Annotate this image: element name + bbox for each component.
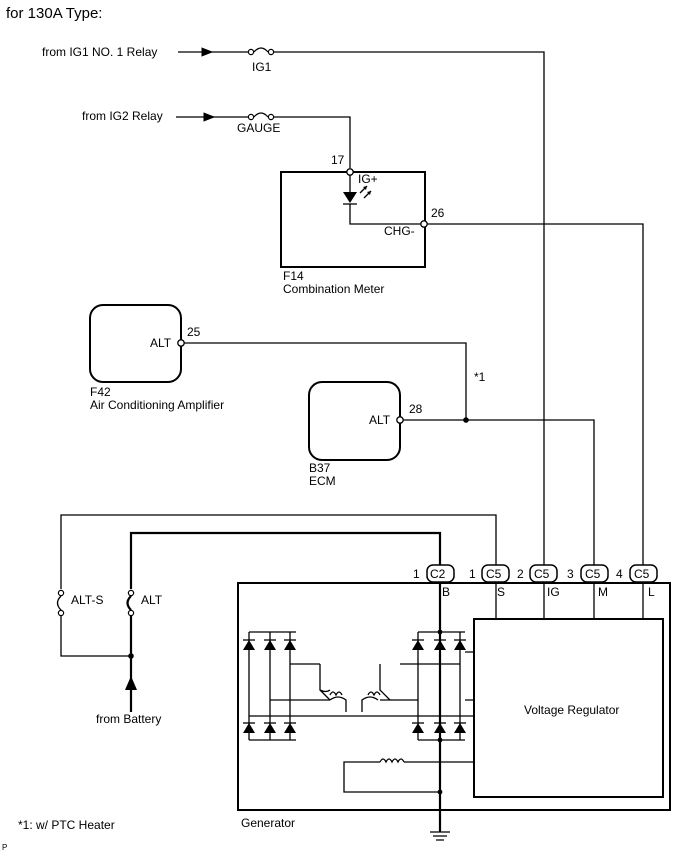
svg-text:IG: IG [547,585,560,599]
splice-point [463,417,469,423]
svg-text:C5: C5 [486,567,502,581]
ecm-pin-28-terminal [396,416,404,424]
svg-text:4: 4 [616,567,623,581]
fuse-alt-icon [126,589,135,617]
ecm-name: ECM [309,474,336,488]
ac-amp-pin-25-terminal [177,339,185,347]
ecm-code: B37 [309,461,331,475]
ac-amp-pin-25: 25 [187,325,201,339]
battery-splice [128,653,134,659]
meter-code: F14 [283,269,304,283]
battery-arrow-icon [125,676,137,690]
rectifier-left-icon [243,631,474,741]
voltage-regulator-box [473,618,664,798]
fuse-alt-s-icon [56,589,65,617]
meter-pin-26: 26 [431,206,445,220]
svg-text:M: M [598,585,608,599]
svg-text:C5: C5 [585,567,601,581]
charge-warning-led-icon [343,175,421,225]
wire-field-coil [343,761,440,793]
ecm-alt-label: ALT [369,413,391,427]
wire-alt-to-c2-b [129,531,442,589]
ac-amp-alt-label: ALT [150,336,172,350]
wires-connectors-to-regulator [495,583,644,619]
wire-ac-amp-alt [184,342,467,420]
fuse-gauge-label: GAUGE [237,121,280,135]
stator-left-coil [329,691,343,697]
connector-c2-b: C2 1 B [413,564,455,599]
wires-rectifier-to-regulator [465,651,474,701]
combination-meter-box [280,171,426,268]
fuse-alt-label: ALT [141,593,163,607]
rectifier-right-icon [380,632,466,740]
ground-icon [430,831,450,841]
voltage-regulator-label: Voltage Regulator [524,703,619,717]
fuse-ig1-label: IG1 [252,60,272,74]
wire-ig1-to-c5-ig [274,51,545,566]
connector-c5-m: C5 3 M [567,564,609,599]
generator-box [237,582,671,811]
svg-text:L: L [648,585,655,599]
meter-chg-label: CHG- [384,224,415,238]
meter-name: Combination Meter [283,282,384,296]
meter-pin-26-terminal [420,220,428,228]
connector-c5-l: C5 4 L [616,564,658,599]
wire-alt-s-to-battery [60,616,131,657]
footnote: *1: w/ PTC Heater [18,818,115,832]
svg-text:C5: C5 [534,567,550,581]
stator-right-coil [367,691,381,697]
source-ig2-relay-label: from IG2 Relay [82,109,163,123]
svg-text:S: S [497,585,505,599]
svg-text:B: B [442,585,450,599]
fuse-ig1-icon [247,47,275,56]
source-battery-label: from Battery [96,712,161,726]
fuse-alt-s-label: ALT-S [71,593,103,607]
fuse-gauge-icon [247,112,275,121]
ac-amp-code: F42 [90,385,111,399]
svg-text:C5: C5 [634,567,650,581]
generator-label: Generator [241,816,295,830]
svg-text:2: 2 [517,567,524,581]
wire-chg-to-c5-l [427,223,644,566]
stator-right-icon [361,664,391,712]
svg-text:3: 3 [567,567,574,581]
field-coil-icon [379,758,405,764]
source-ig1-relay-label: from IG1 NO. 1 Relay [42,45,157,59]
corner-mark: P [2,843,7,852]
wires-rectifier-bus [418,631,465,741]
diagram-title: for 130A Type: [6,5,102,22]
meter-pin-17-terminal [346,168,354,176]
splice-note: *1 [474,370,486,384]
svg-text:1: 1 [413,567,420,581]
svg-text:1: 1 [469,567,476,581]
wire-alt-s-to-c5-s [60,514,497,589]
wire-ecm-alt-to-c5-m [403,419,595,566]
stator-left-icon [319,664,347,712]
ecm-pin-28: 28 [409,402,423,416]
meter-ig-label: IG+ [358,172,378,186]
ac-amp-name: Air Conditioning Amplifier [90,398,224,412]
connector-c5-s: C5 1 S [469,564,510,599]
wire-gauge-to-meter [274,116,351,168]
connector-c5-ig: C5 2 IG [517,564,560,599]
meter-pin-17: 17 [331,153,345,167]
svg-text:C2: C2 [430,567,446,581]
